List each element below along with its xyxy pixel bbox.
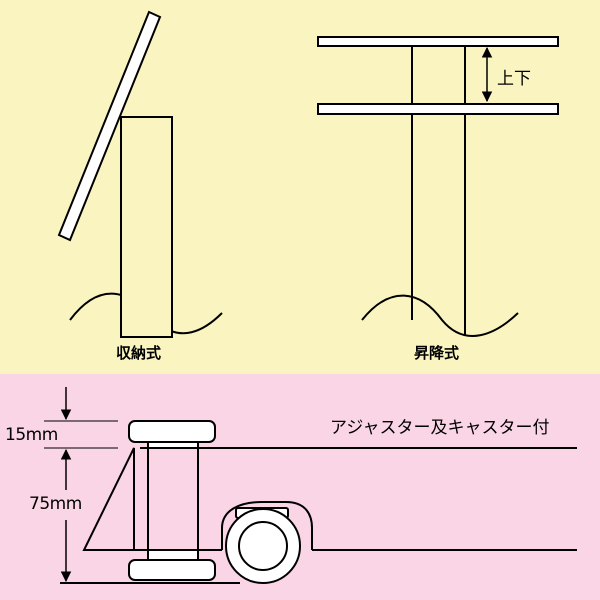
adjuster-top-pad bbox=[128, 420, 216, 443]
lifting-type-drawing bbox=[317, 36, 559, 337]
adjuster-bottom-pad bbox=[128, 559, 216, 581]
storage-type-label: 収納式 bbox=[116, 344, 162, 362]
lifting-type-label: 昇降式 bbox=[414, 344, 460, 362]
adjuster-caster-drawing bbox=[44, 387, 577, 584]
adjuster-bottom-neck bbox=[147, 549, 199, 561]
adjuster-top-neck bbox=[147, 441, 199, 449]
lifting-wave bbox=[361, 294, 519, 337]
storage-post bbox=[120, 116, 173, 338]
lifting-board-lower bbox=[317, 103, 559, 115]
dim-75mm-label: 75mm bbox=[29, 494, 82, 514]
top-panel bbox=[0, 0, 600, 374]
bottom-panel bbox=[0, 374, 600, 600]
lifting-board-upper bbox=[317, 36, 559, 47]
adjuster-caster-caption: アジャスター及キャスター付 bbox=[330, 418, 550, 438]
dim-15mm-label: 15mm bbox=[5, 425, 58, 445]
up-down-label: 上下 bbox=[497, 69, 531, 89]
storage-type-drawing bbox=[57, 10, 223, 338]
storage-folded-board bbox=[57, 10, 162, 242]
triangle-leg bbox=[82, 447, 135, 551]
caster-wheel-inner bbox=[238, 521, 288, 571]
